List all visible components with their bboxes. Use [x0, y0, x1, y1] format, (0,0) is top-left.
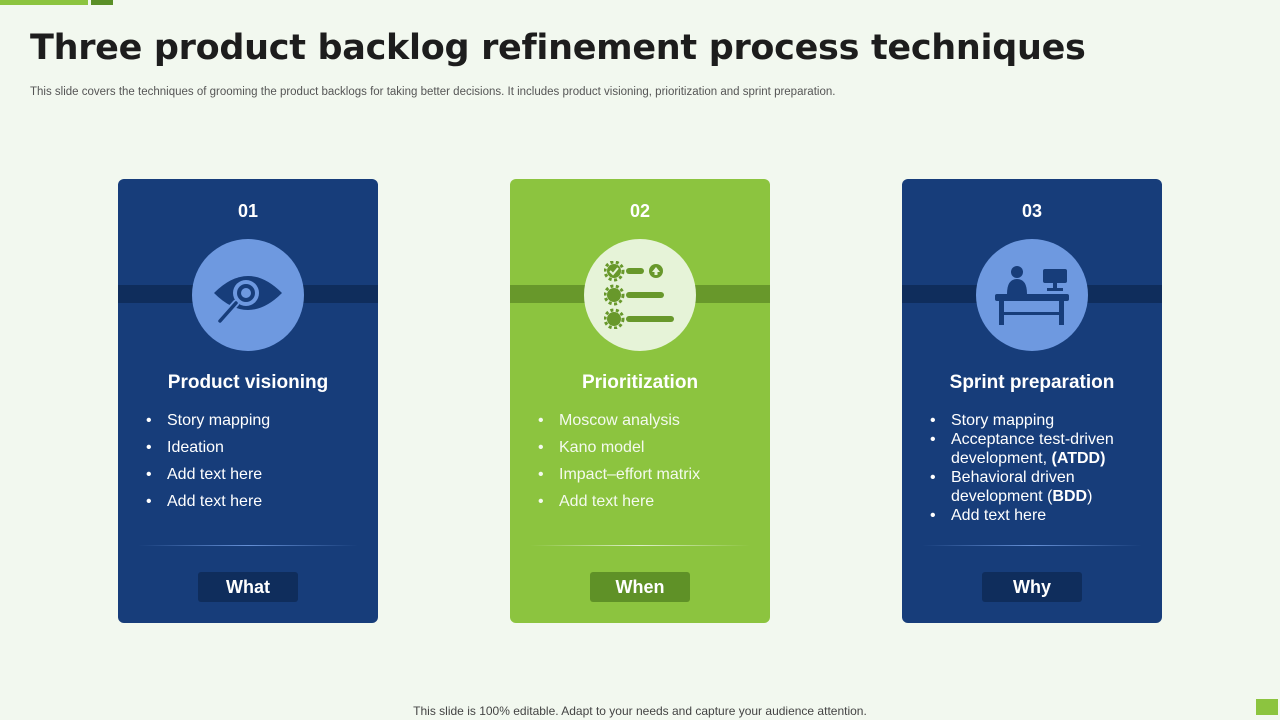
bullet-dot: • [146, 493, 152, 510]
list-item: •Story mapping [146, 412, 271, 429]
page-subtitle: This slide covers the techniques of groo… [30, 86, 836, 98]
bullet-dot: • [930, 431, 936, 448]
bullet-dot: • [930, 507, 936, 524]
what-label: What [198, 572, 298, 602]
footer-note: This slide is 100% editable. Adapt to yo… [413, 704, 867, 718]
bullet-dot: • [538, 412, 544, 429]
person-at-desk-icon [995, 266, 1069, 325]
card-bullet-list: •Story mapping •Acceptance test-driven d… [930, 411, 1152, 525]
list-item: •Acceptance test-driven development, (AT… [930, 431, 1114, 467]
bullet-dot: • [930, 412, 936, 429]
card-bullet-list: •Story mapping •Ideation •Add text here … [146, 411, 368, 519]
bullet-dot: • [538, 493, 544, 510]
card-number: 03 [1021, 201, 1043, 221]
card-number: 01 [237, 201, 259, 221]
icon-circle [976, 239, 1088, 351]
accent-bar-small [91, 0, 113, 5]
bullet-dot: • [538, 466, 544, 483]
list-item: •Ideation [146, 439, 224, 456]
list-item: •Add text here [930, 507, 1047, 524]
list-item: •Impact–effort matrix [538, 466, 701, 483]
list-item: •Moscow analysis [538, 412, 680, 429]
card-divider [138, 545, 358, 546]
list-item: •Story mapping [930, 412, 1055, 429]
icon-circle [584, 239, 696, 351]
page-title: Three product backlog refinement process… [30, 28, 1086, 68]
card-divider [922, 545, 1142, 546]
bullet-dot: • [146, 439, 152, 456]
card-sprint-preparation: 03 Sprint preparation •Story mapping •Ac… [902, 179, 1162, 623]
card-prioritization: 02 Prioritization •Moscow analysis •Kano… [510, 179, 770, 623]
list-item: •Add text here [538, 493, 655, 510]
card-number: 02 [629, 201, 651, 221]
list-item: •Behavioral driven development (BDD) [930, 469, 1093, 505]
priority-checklist-icon [604, 261, 674, 329]
monitor-icon [1256, 699, 1278, 715]
why-label: Why [982, 572, 1082, 602]
list-item: •Kano model [538, 439, 645, 456]
card-heading: Product visioning [167, 372, 329, 393]
bullet-dot: • [930, 469, 936, 486]
list-item: •Add text here [146, 466, 263, 483]
accent-bar [0, 0, 88, 5]
icon-circle [192, 239, 304, 351]
card-heading: Prioritization [581, 372, 699, 393]
eye-magnifier-icon [214, 276, 282, 325]
when-label: When [590, 572, 690, 602]
bullet-dot: • [146, 466, 152, 483]
bullet-dot: • [538, 439, 544, 456]
card-product-visioning: 01 Product visioning •Story mapping •Ide… [118, 179, 378, 623]
list-item: •Add text here [146, 493, 263, 510]
card-divider [530, 545, 750, 546]
bullet-dot: • [146, 412, 152, 429]
card-heading: Sprint preparation [949, 372, 1115, 393]
card-bullet-list: •Moscow analysis •Kano model •Impact–eff… [538, 411, 760, 519]
